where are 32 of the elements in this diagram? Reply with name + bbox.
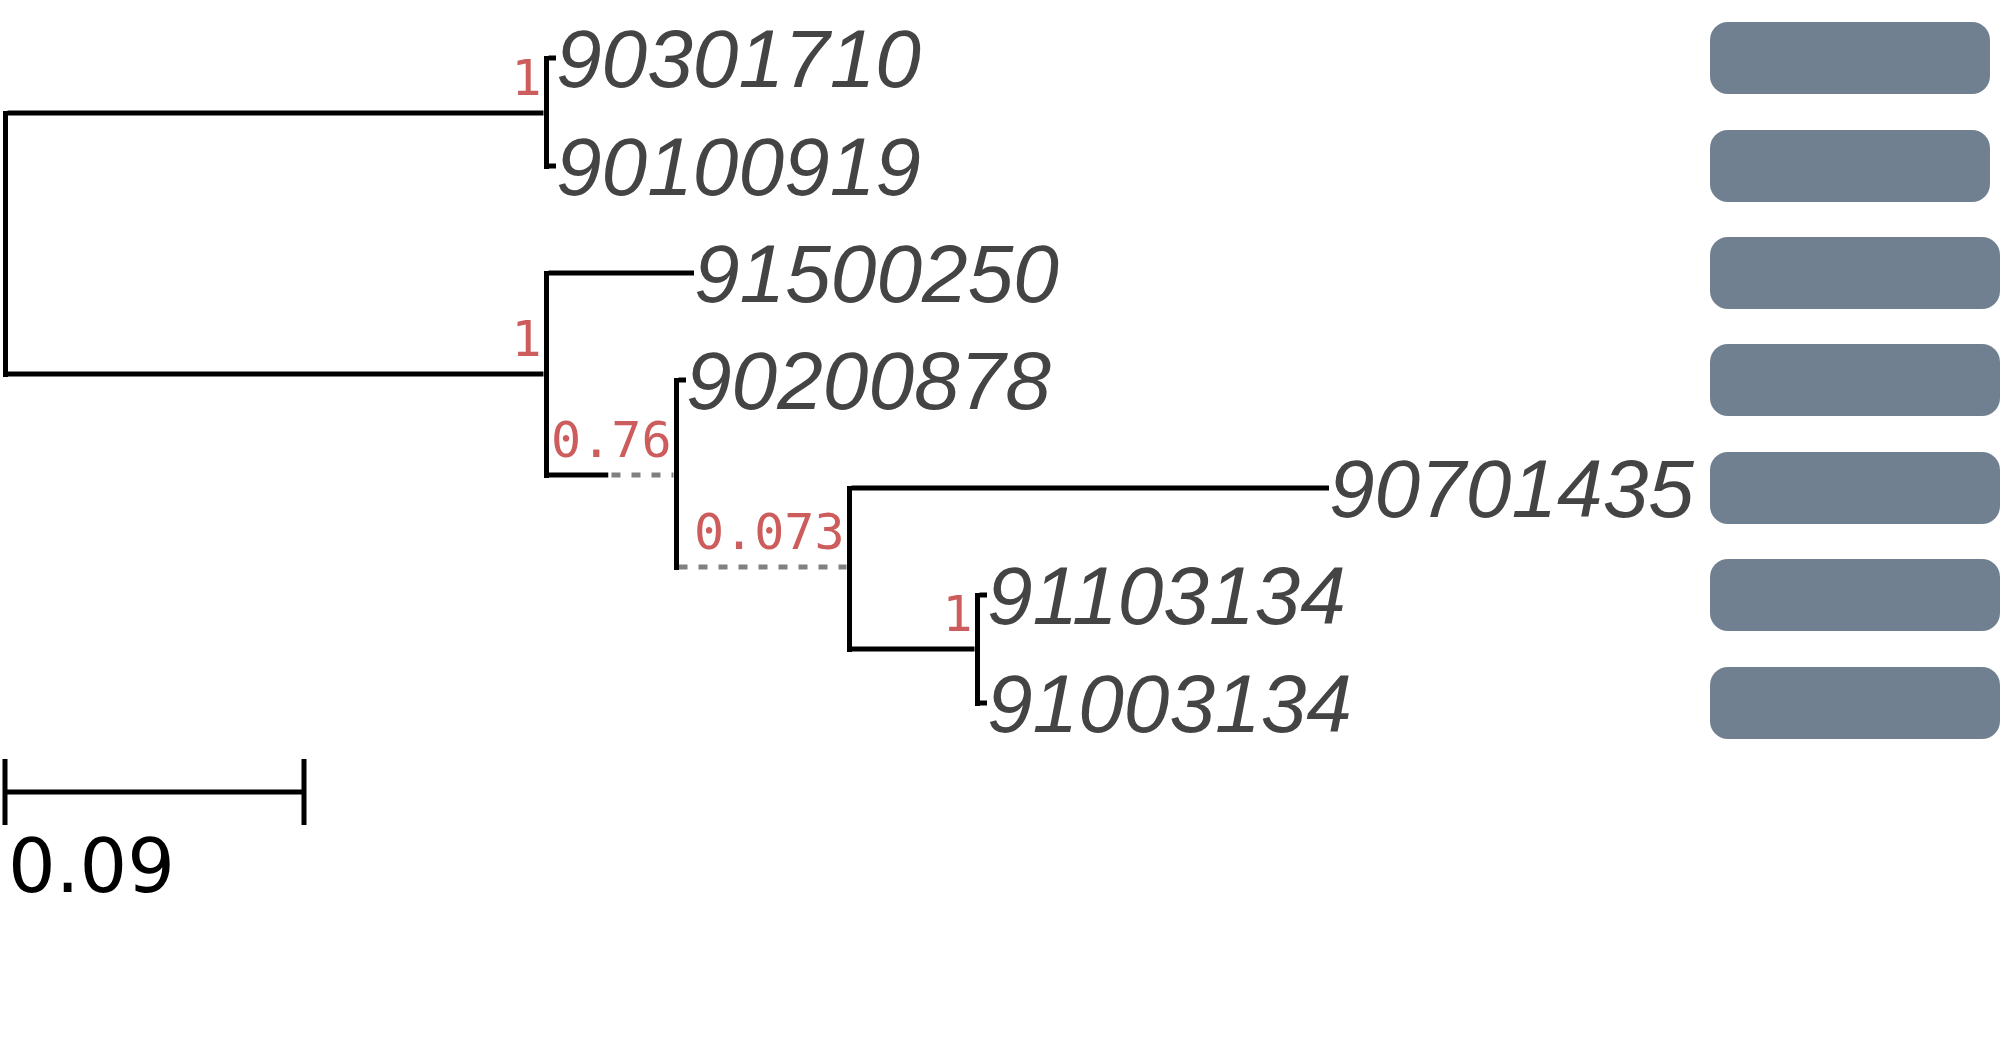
branch-line [548, 270, 694, 276]
branch-line [548, 163, 556, 169]
support-value: 1 [942, 589, 973, 639]
annotation-block [1710, 344, 2000, 416]
support-value: 1 [511, 314, 542, 364]
annotation-block [1710, 22, 1990, 94]
taxon-label: 90100919 [556, 126, 927, 208]
taxon-label: 91003134 [987, 663, 1358, 745]
support-value: 0.76 [551, 415, 672, 465]
branch-line [851, 485, 1329, 491]
annotation-block [1710, 130, 1990, 202]
scale-value: 0.09 [8, 829, 175, 904]
support-value: 0.073 [694, 507, 845, 557]
annotation-block [1710, 667, 2000, 739]
branch-line [548, 472, 674, 478]
annotation-block [1710, 559, 2000, 631]
annotation-block [1710, 237, 2000, 309]
branch-line [979, 592, 987, 598]
branch-line [548, 55, 556, 61]
branch-line [678, 377, 686, 383]
branch-line [7, 371, 544, 377]
taxon-label: 91500250 [694, 233, 1065, 315]
taxon-label: 90301710 [556, 18, 927, 100]
branch-line [7, 110, 544, 116]
branch-line [851, 646, 975, 652]
support-value: 1 [511, 53, 542, 103]
taxon-label: 90200878 [686, 340, 1057, 422]
annotation-block [1710, 452, 2000, 524]
taxon-label: 90701435 [1329, 448, 1700, 530]
branch-line [678, 564, 847, 570]
taxon-label: 91103134 [987, 555, 1352, 637]
branch-line [979, 700, 987, 706]
